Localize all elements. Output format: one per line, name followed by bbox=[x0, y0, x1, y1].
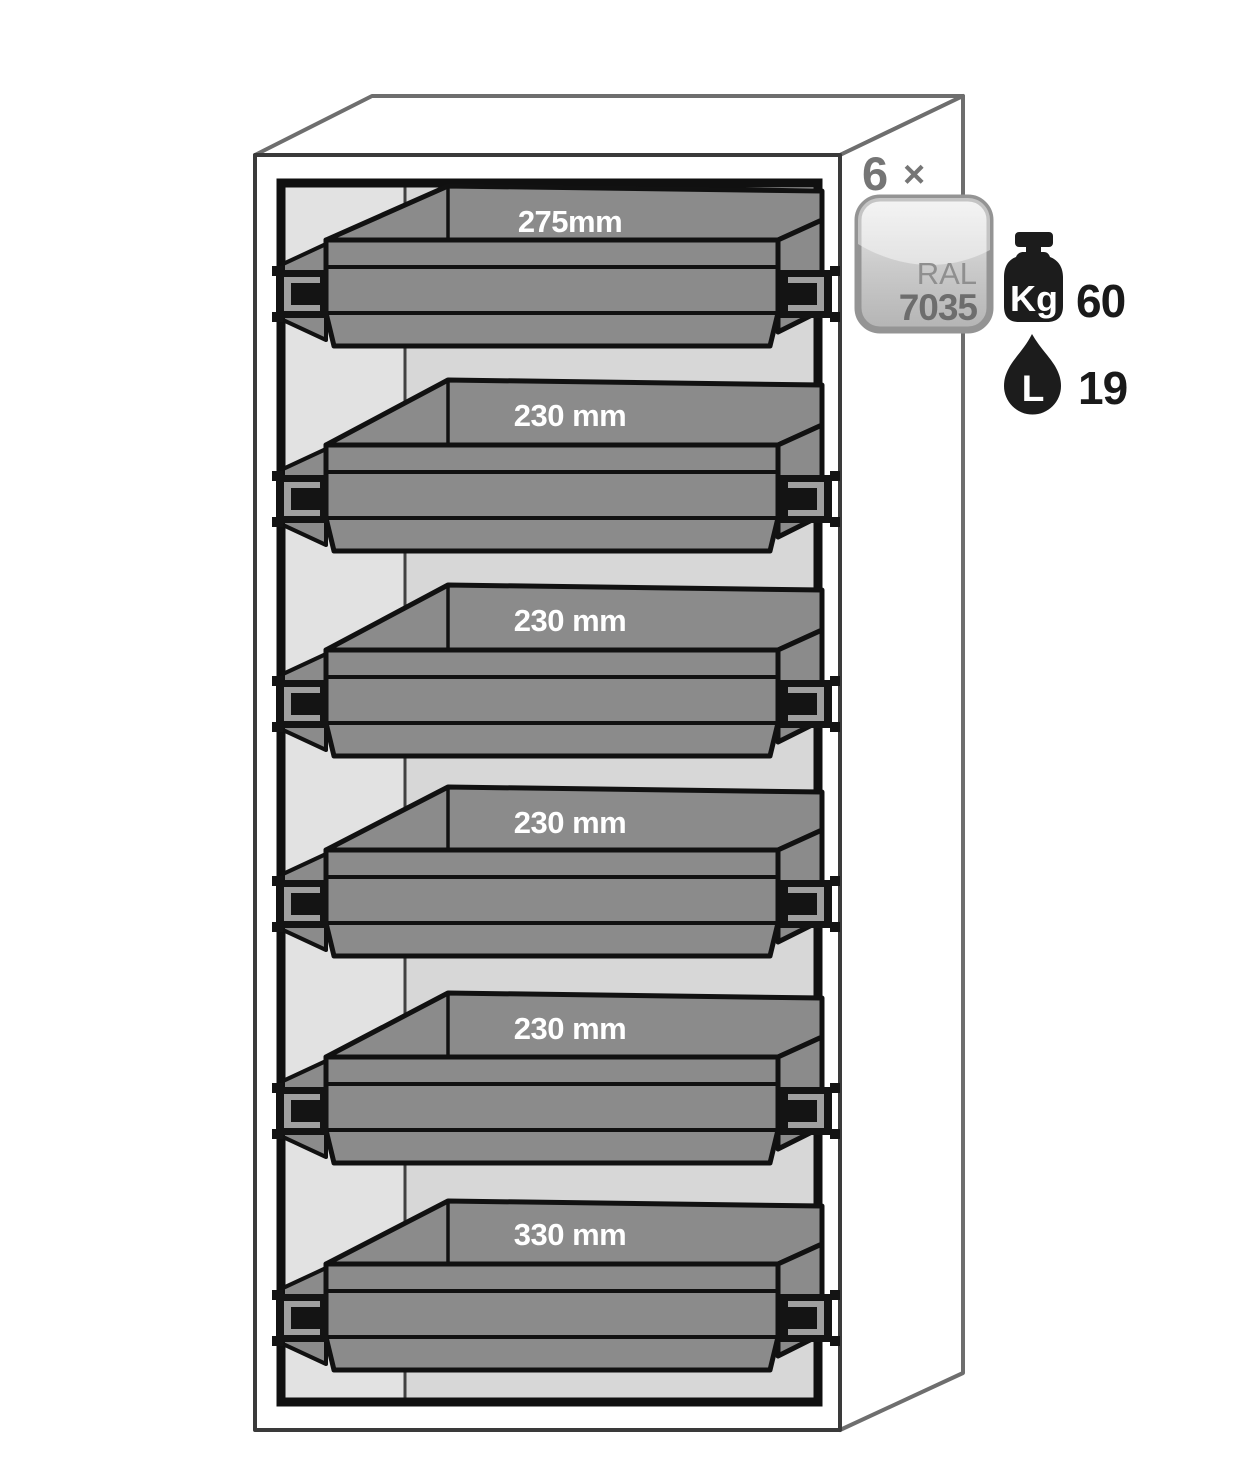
tray-label: 230 mm bbox=[514, 805, 626, 840]
tray-left-latch bbox=[272, 1083, 328, 1139]
tray-left-latch bbox=[272, 471, 328, 527]
tray-left-latch bbox=[272, 876, 328, 932]
pullout-tray: 230 mm bbox=[272, 784, 840, 959]
tray-label: 330 mm bbox=[514, 1217, 626, 1252]
volume-unit-label: L bbox=[1022, 368, 1045, 409]
tray-count-label: 6 bbox=[862, 147, 887, 200]
tray-label: 230 mm bbox=[514, 1011, 626, 1046]
weight-spec: Kg 60 bbox=[1004, 232, 1126, 327]
multiply-icon: × bbox=[903, 154, 925, 196]
tray-right-latch bbox=[780, 676, 840, 732]
ral-label: RAL bbox=[917, 256, 977, 291]
liquid-drop-icon bbox=[1004, 334, 1061, 415]
tray-right-latch bbox=[780, 266, 840, 322]
tray-left-latch bbox=[272, 676, 328, 732]
tray-label: 230 mm bbox=[514, 603, 626, 638]
tray-right-latch bbox=[780, 471, 840, 527]
tray-front bbox=[323, 1054, 781, 1166]
tray-right-latch bbox=[780, 1083, 840, 1139]
tray-right-latch bbox=[780, 1290, 840, 1346]
tray-right-latch bbox=[780, 876, 840, 932]
volume-value: 19 bbox=[1078, 362, 1127, 414]
tray-front bbox=[323, 647, 781, 759]
tray-left-latch bbox=[272, 1290, 328, 1346]
interior-left-panel bbox=[281, 183, 405, 1402]
pullout-tray: 230 mm bbox=[272, 377, 840, 554]
tray-label: 275mm bbox=[518, 204, 622, 239]
tray-front bbox=[323, 847, 781, 959]
tray-front bbox=[323, 442, 781, 554]
volume-spec: L 19 bbox=[1004, 334, 1128, 415]
weight-value: 60 bbox=[1076, 275, 1125, 327]
kettlebell-weight-icon bbox=[1004, 232, 1063, 322]
tray-front bbox=[323, 237, 781, 349]
ral-code-label: 7035 bbox=[899, 287, 978, 328]
ral-swatch: RAL 7035 bbox=[854, 194, 994, 334]
pullout-tray: 275mm bbox=[272, 183, 840, 349]
pullout-tray: 330 mm bbox=[272, 1198, 840, 1373]
tray-front bbox=[323, 1261, 781, 1373]
pullout-tray: 230 mm bbox=[272, 990, 840, 1166]
tray-label: 230 mm bbox=[514, 398, 626, 433]
pullout-tray: 230 mm bbox=[272, 582, 840, 759]
tray-left-latch bbox=[272, 266, 328, 322]
weight-unit-label: Kg bbox=[1010, 278, 1058, 319]
